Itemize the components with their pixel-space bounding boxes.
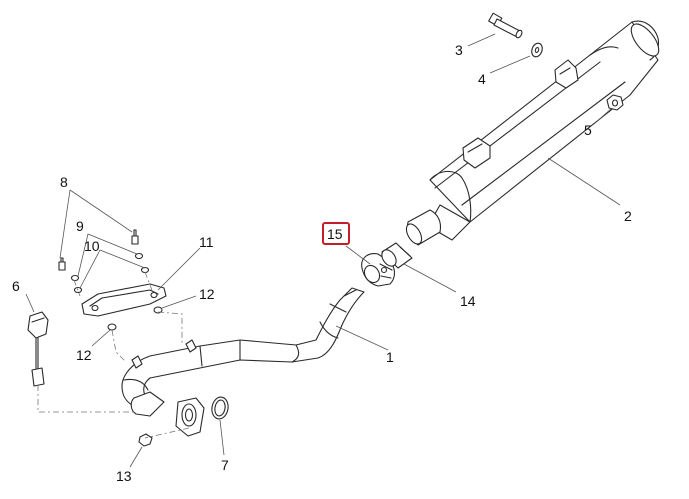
heat-shield-screws[interactable] xyxy=(58,229,139,271)
oxygen-sensor[interactable] xyxy=(27,311,49,387)
muffler[interactable] xyxy=(403,19,663,246)
callout-14: 14 xyxy=(460,293,476,309)
callout-13: 13 xyxy=(116,468,132,484)
callout-10: 10 xyxy=(84,238,100,254)
callout-4: 4 xyxy=(478,71,486,87)
callouts: 1 2 3 4 5 6 7 8 9 10 11 12 12 13 14 15 xyxy=(12,42,632,484)
callout-6: 6 xyxy=(12,278,20,294)
callout-5: 5 xyxy=(584,122,592,138)
highlight-box[interactable] xyxy=(322,222,350,245)
nut[interactable] xyxy=(606,94,624,111)
callout-12-lower: 12 xyxy=(76,347,92,363)
washers[interactable] xyxy=(70,252,163,331)
callout-1: 1 xyxy=(386,349,394,365)
callout-9: 9 xyxy=(76,218,84,234)
assembly-lines xyxy=(37,271,190,439)
gasket[interactable] xyxy=(210,396,230,420)
bolt[interactable] xyxy=(488,12,523,39)
header-pipe[interactable] xyxy=(121,287,365,437)
callout-11: 11 xyxy=(199,234,214,250)
leader-lines xyxy=(25,33,621,468)
callout-15: 15 xyxy=(327,226,343,242)
callout-12-upper: 12 xyxy=(199,286,215,302)
heat-shield[interactable] xyxy=(81,283,167,317)
callout-2: 2 xyxy=(624,208,632,224)
washer[interactable] xyxy=(530,42,544,59)
stud-nut[interactable] xyxy=(138,433,153,447)
callout-7: 7 xyxy=(221,457,229,473)
exhaust-sleeve[interactable] xyxy=(379,242,413,269)
callout-8: 8 xyxy=(60,174,68,190)
callout-3: 3 xyxy=(455,42,463,58)
